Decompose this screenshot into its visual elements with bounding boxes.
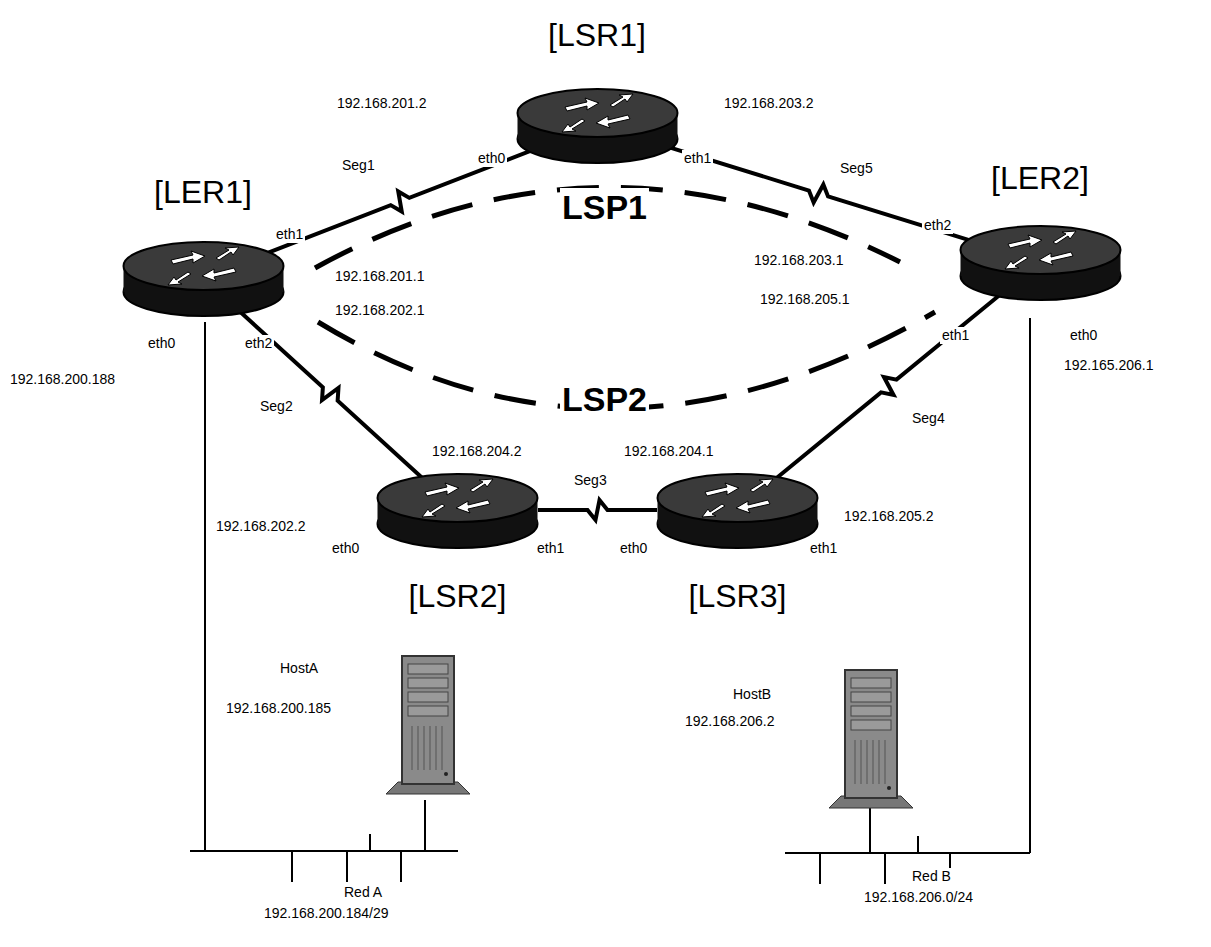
router-node: [LSR3] [655,470,820,616]
host-name: HostA [278,660,320,677]
ip-address: 192.165.206.1 [1062,357,1156,374]
ip-address: 192.168.200.184/29 [262,905,391,922]
host-node: HostA 192.168.200.185 [222,652,472,802]
router-icon [958,222,1123,302]
lan-bus [785,318,1030,884]
interface-label: eth0 [1068,327,1099,344]
ip-address: 192.168.205.2 [842,508,936,525]
ip-address: 192.168.202.2 [214,518,308,535]
ip-address: 192.168.204.2 [430,443,524,460]
server-icon [825,668,917,814]
interface-label: eth2 [922,217,953,234]
serial-link [661,145,977,243]
interface-label: eth1 [535,540,566,557]
interface-label: eth1 [808,540,839,557]
serial-link [538,500,657,520]
router-name: [LSR2] [375,576,540,616]
router-icon [655,470,820,550]
lsp-label: LSP2 [560,380,649,418]
ip-address: 192.168.201.1 [333,268,427,285]
router-name: [LER1] [118,172,288,212]
router-icon [121,238,286,318]
router-node: [LSR1] [512,15,682,165]
router-icon [375,470,540,550]
ip-address: 192.168.201.2 [335,95,429,112]
ip-address: 192.168.205.1 [758,291,852,308]
network-name: Red B [910,868,953,885]
interface-label: eth0 [330,540,361,557]
router-node: [LSR2] [375,470,540,616]
ip-address: 192.168.206.0/24 [862,889,975,906]
segment-label: Seg5 [838,160,875,177]
segment-label: Seg2 [258,398,295,415]
host-node: HostB 192.168.206.2 [683,668,923,784]
serial-link [235,307,425,480]
interface-label: eth0 [146,335,177,352]
interface-label: eth1 [682,150,713,167]
router-node: [LER1] [118,172,288,318]
ip-address: 192.168.204.1 [622,443,716,460]
network-name: Red A [342,884,384,901]
interface-label: eth0 [618,540,649,557]
segment-label: Seg1 [340,157,377,174]
segment-label: Seg3 [572,472,609,489]
segment-label: Seg4 [910,410,947,427]
lsp-label: LSP1 [560,188,649,226]
interface-label: eth0 [476,150,507,167]
interface-label: eth2 [243,335,274,352]
server-icon [382,654,474,800]
interface-label: eth1 [940,327,971,344]
router-name: [LER2] [955,158,1125,198]
ip-address: 192.168.200.185 [224,700,333,717]
interface-label: eth1 [274,226,305,243]
serial-link [261,147,540,255]
ip-address: 192.168.203.2 [722,95,816,112]
ip-address: 192.168.203.1 [752,252,846,269]
host-name: HostB [731,686,773,703]
router-node: [LER2] [955,158,1125,302]
router-name: [LSR3] [655,576,820,616]
router-name: [LSR1] [512,15,682,55]
serial-link [773,291,1005,481]
ip-address: 192.168.206.2 [683,713,777,730]
ip-address: 192.168.200.188 [8,371,117,388]
router-icon [515,85,680,165]
ip-address: 192.168.202.1 [333,302,427,319]
